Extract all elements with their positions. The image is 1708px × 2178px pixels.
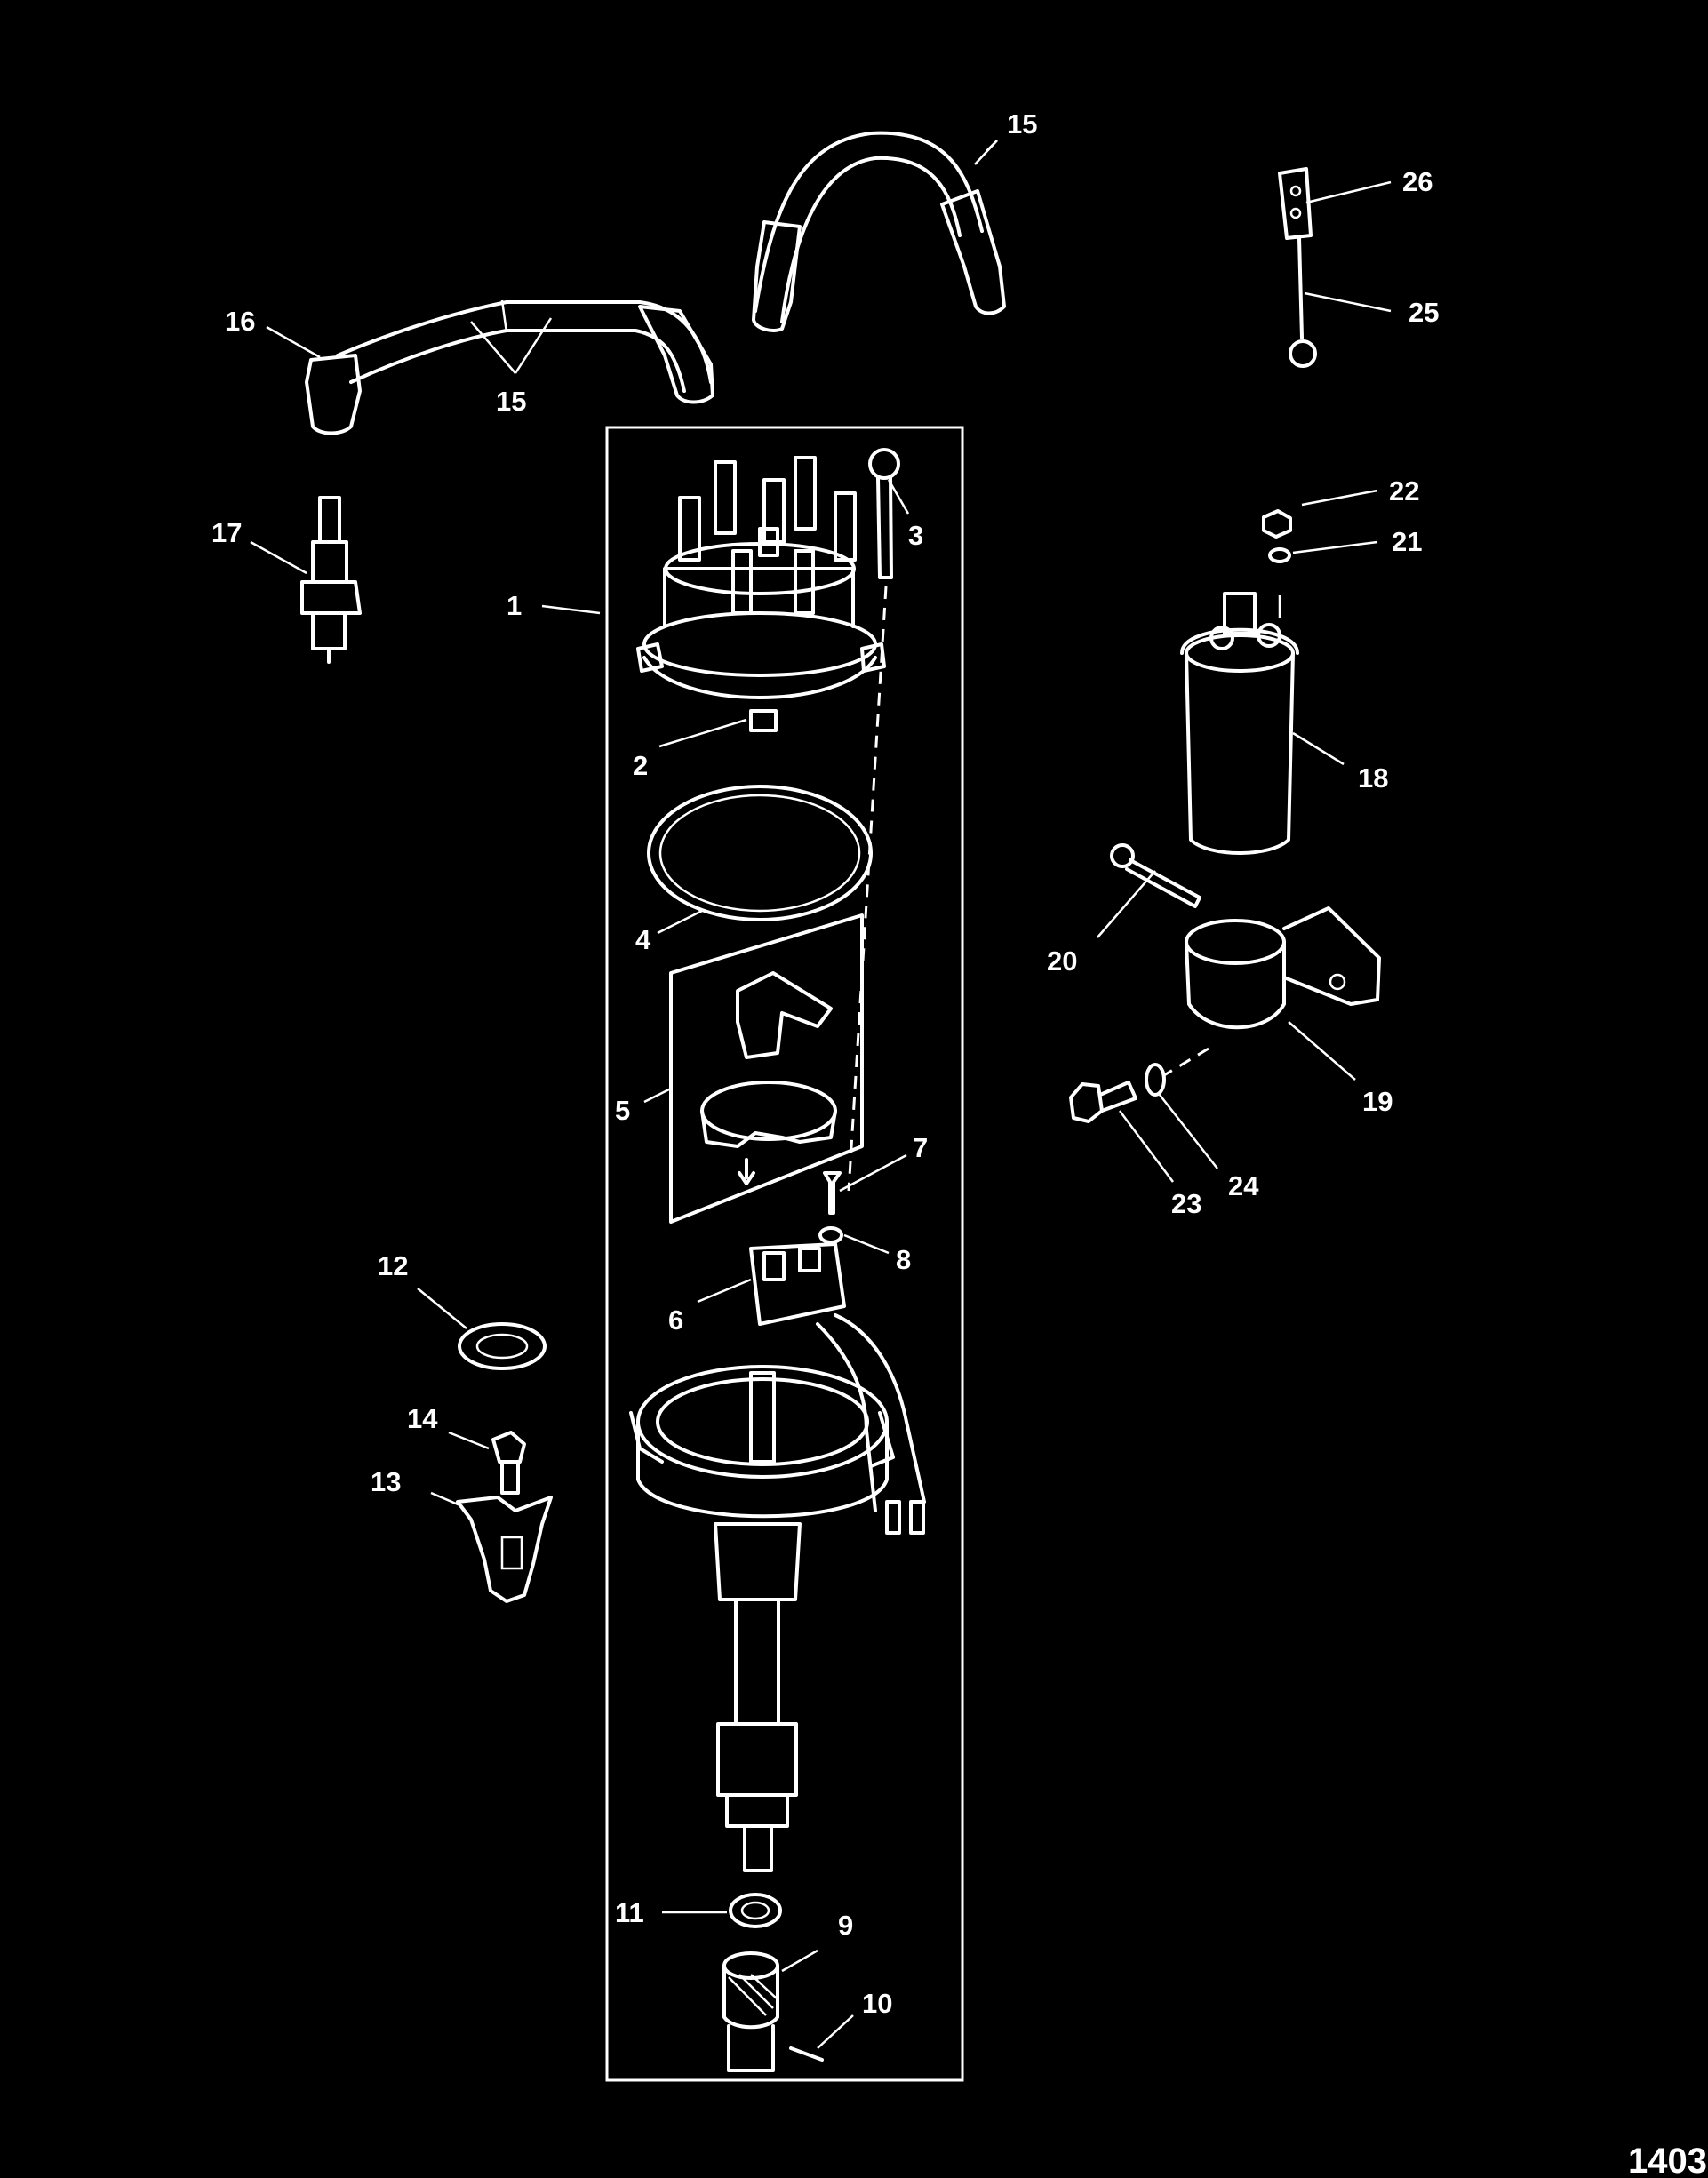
module-screw (823, 1171, 842, 1215)
callout-15-top: 15 (1007, 108, 1037, 140)
distributor-cap (636, 456, 886, 732)
callout-7: 7 (913, 1132, 928, 1163)
callout-21: 21 (1392, 526, 1422, 557)
hold-down-bolt (491, 1431, 526, 1495)
rotor-inset (669, 913, 864, 1224)
callout-2: 2 (633, 750, 648, 781)
coil-bracket (1185, 906, 1381, 1030)
callout-12: 12 (378, 1250, 408, 1281)
callout-5: 5 (615, 1095, 630, 1126)
callout-15-left: 15 (496, 386, 526, 417)
ground-strap (1278, 167, 1317, 368)
ignition-coil (1180, 592, 1299, 855)
washer (818, 1226, 843, 1244)
callout-17: 17 (212, 517, 242, 548)
callout-18: 18 (1358, 762, 1388, 794)
distributor-housing (629, 1365, 895, 1872)
bracket-bolt (1069, 1081, 1137, 1123)
spark-plug-wire-top (752, 131, 1006, 332)
callout-16: 16 (225, 306, 255, 337)
thrust-washer (729, 1893, 782, 1928)
lock-washer (1145, 1063, 1166, 1097)
callout-1: 1 (507, 590, 522, 621)
ignition-module (749, 1242, 926, 1535)
callouts: 15 26 25 16 15 17 3 1 2 22 21 18 4 20 19… (212, 108, 1439, 2019)
callout-3: 3 (908, 520, 923, 551)
callout-13: 13 (371, 1466, 401, 1497)
spark-plug-wire-left (305, 299, 714, 435)
callout-23: 23 (1171, 1188, 1201, 1219)
callout-8: 8 (896, 1244, 911, 1275)
callout-10: 10 (862, 1988, 892, 2019)
drive-gear (722, 1951, 779, 2072)
callout-4: 4 (635, 924, 651, 955)
callout-20: 20 (1047, 945, 1077, 977)
spark-plug (300, 496, 362, 664)
roll-pin (789, 2046, 824, 2062)
distributor-assembly-frame (605, 426, 964, 2082)
coil-nut (1262, 509, 1292, 539)
oil-seal-washer (458, 1322, 547, 1370)
screw-alignment-line (847, 586, 888, 1192)
hold-down-clamp (456, 1496, 553, 1603)
coil-washer (1268, 547, 1291, 563)
bracket-alignment-line (1163, 1047, 1209, 1077)
callout-26: 26 (1402, 166, 1433, 197)
figure-number: 14037 (1628, 2142, 1708, 2178)
cap-gasket (647, 785, 873, 921)
leader-lines (250, 140, 1392, 2049)
callout-22: 22 (1389, 475, 1419, 507)
callout-9: 9 (838, 1910, 853, 1941)
callout-11: 11 (615, 1897, 644, 1928)
callout-25: 25 (1409, 297, 1439, 328)
coil-mount-bolt (1110, 843, 1201, 908)
callout-19: 19 (1362, 1086, 1393, 1117)
callout-14: 14 (407, 1403, 438, 1434)
screw (868, 448, 900, 579)
callout-6: 6 (668, 1304, 683, 1336)
callout-24: 24 (1228, 1170, 1259, 1201)
